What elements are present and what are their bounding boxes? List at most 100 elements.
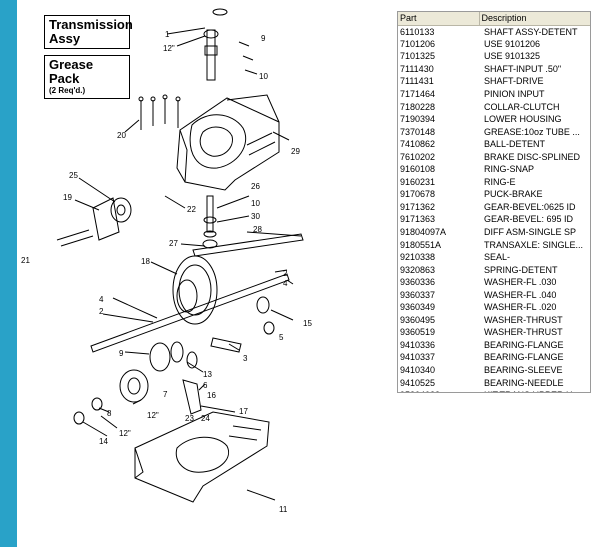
diagram-label: 1 xyxy=(165,30,170,39)
diagram-label: 27 xyxy=(169,239,178,248)
description-cell: TRANSAXLE: SINGLE... xyxy=(484,239,584,250)
description-cell: SPRING-DETENT xyxy=(484,264,558,275)
table-row[interactable]: 9410525 BEARING-NEEDLE xyxy=(398,376,590,389)
column-header-part[interactable]: Part xyxy=(398,12,480,26)
part-number-cell: 7410862 xyxy=(400,139,436,150)
part-number-cell: 9171363 xyxy=(400,214,436,225)
diagram-label: 12" xyxy=(147,411,159,420)
part-number-cell: 7610202 xyxy=(400,151,436,162)
axle-shaft-lower-part xyxy=(90,273,290,353)
description-cell: WASHER-FL .030 xyxy=(484,277,557,288)
part-number-cell: 9360495 xyxy=(400,314,436,325)
diagram-label: 9 xyxy=(119,349,124,358)
diagram-drawing: 1 12" 10 9 20 29 25 19 22 26 10 30 21 27… xyxy=(21,8,312,514)
description-cell: BEARING-NEEDLE xyxy=(484,377,564,388)
description-cell: DIFF ASM-SINGLE SP xyxy=(484,227,577,238)
part-number-cell: 7101325 xyxy=(400,51,436,62)
part-number-cell: 9410525 xyxy=(400,377,436,388)
table-header-row: Part Description xyxy=(398,12,590,26)
description-cell: SHAFT ASSY-DETENT xyxy=(484,26,578,37)
diagram-label: 16 xyxy=(207,391,216,400)
description-cell: BRAKE DISC-SPLINED xyxy=(484,151,581,162)
diagram-label: 10 xyxy=(259,72,268,81)
table-row[interactable]: 9360495 WASHER-THRUST xyxy=(398,314,590,327)
diagram-label: 21 xyxy=(21,256,30,265)
diagram-label: 2 xyxy=(99,307,104,316)
table-row[interactable]: 95304023KIT:TRANS UPPER H... xyxy=(398,389,590,392)
description-cell: COLLAR-CLUTCH xyxy=(484,101,560,112)
part-number-cell: 7111430 xyxy=(400,63,434,74)
diagram-label: 12" xyxy=(163,44,175,53)
part-number-cell: 7190394 xyxy=(400,114,436,125)
transmission-assy-title: Transmission Assy xyxy=(49,17,133,46)
grease-pack-note: (2 Req'd.) xyxy=(49,86,86,95)
table-row[interactable]: 9170678 PUCK-BRAKE xyxy=(398,188,590,201)
table-row[interactable]: 7610202 BRAKE DISC-SPLINED xyxy=(398,150,590,163)
part-number-cell: 9360349 xyxy=(400,302,436,313)
diagram-label: 11 xyxy=(279,505,288,514)
part-number-cell: 9410337 xyxy=(400,352,436,363)
description-cell: WASHER-THRUST xyxy=(484,327,563,338)
diagram-label: 14 xyxy=(99,437,108,446)
part-number-cell: 9160231 xyxy=(400,176,436,187)
diagram-label: 9 xyxy=(261,34,266,43)
table-row[interactable]: 9171363 GEAR-BEVEL: 695 ID xyxy=(398,213,590,226)
description-cell: BEARING-FLANGE xyxy=(484,352,564,363)
description-cell: PUCK-BRAKE xyxy=(484,189,543,200)
diagram-label: 4 xyxy=(283,279,288,288)
diagram-label: 18 xyxy=(141,257,150,266)
pinion-gear-part xyxy=(149,342,171,372)
table-row[interactable]: 9410337 BEARING-FLANGE xyxy=(398,351,590,364)
part-number-cell: 9171362 xyxy=(400,201,436,212)
part-number-cell: 9170678 xyxy=(400,189,436,200)
diagram-label: 26 xyxy=(251,182,260,191)
bearing-flange-part xyxy=(256,296,270,314)
diagram-label: 3 xyxy=(243,354,248,363)
diagram-label: 4 xyxy=(99,295,104,304)
table-row[interactable]: 9320863 SPRING-DETENT xyxy=(398,263,590,276)
diagram-label: 28 xyxy=(253,225,262,234)
diagram-label: 30 xyxy=(251,212,260,221)
left-accent-strip xyxy=(0,0,17,547)
description-cell: WASHER-THRUST xyxy=(484,314,563,325)
table-row[interactable]: 7101325 USE 9101325 xyxy=(398,50,590,63)
column-header-description[interactable]: Description xyxy=(479,12,590,26)
description-cell: USE 9101325 xyxy=(484,51,541,62)
diagram-label: 15 xyxy=(303,319,312,328)
bevel-gear-small-part xyxy=(110,197,132,223)
part-number-cell: 9210338 xyxy=(400,252,436,263)
table-row[interactable]: 7410862 BALL-DETENT xyxy=(398,138,590,151)
part-number-cell: 7180228 xyxy=(400,101,436,112)
table-row[interactable]: 7180228 COLLAR-CLUTCH xyxy=(398,100,590,113)
description-cell: KIT:TRANS UPPER H... xyxy=(479,389,590,392)
description-cell: PINION INPUT xyxy=(484,89,545,99)
part-number-cell: 9320863 xyxy=(400,264,436,275)
diagram-label: 25 xyxy=(69,171,78,180)
ring-gear-part xyxy=(172,255,218,325)
description-cell: GEAR-BEVEL: 695 ID xyxy=(484,214,574,225)
description-cell: BALL-DETENT xyxy=(484,139,546,150)
description-cell: GREASE:10oz TUBE ... xyxy=(484,126,580,137)
diagram-label: 2 xyxy=(283,269,288,278)
exploded-parts-diagram: Transmission Assy Grease Pack (2 Req'd.) xyxy=(17,0,392,547)
